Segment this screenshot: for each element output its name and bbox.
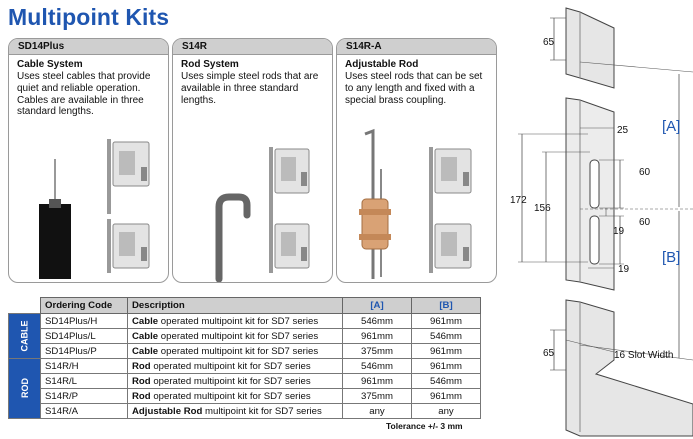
card-code: S14R — [173, 39, 332, 55]
row-code: SD14Plus/L — [40, 328, 128, 344]
card-subtitle: Rod System — [181, 59, 239, 70]
card-code: S14R-A — [337, 39, 496, 55]
dimension-label-b: [B] — [662, 249, 680, 266]
table-row: ROD S14R/H Rod operated multipoint kit f… — [8, 358, 481, 419]
card-description: Uses simple steel rods that are availabl… — [181, 71, 319, 106]
row-b: any — [411, 403, 481, 419]
row-description: Rod operated multipoint kit for SD7 seri… — [127, 388, 343, 404]
card-description: Uses steel cables that provide quiet and… — [17, 71, 151, 118]
dimension-19-inner: 19 — [613, 226, 625, 237]
row-code: SD14Plus/H — [40, 313, 128, 329]
row-code: SD14Plus/P — [40, 343, 128, 359]
dimension-25: 25 — [617, 125, 629, 136]
row-a: 546mm — [342, 358, 412, 374]
table-row: S14R/A Adjustable Rod multipoint kit for… — [9, 403, 481, 419]
table-header-row: Ordering Code Description [A] [B] — [8, 297, 481, 314]
row-b: 546mm — [411, 373, 481, 389]
card-sd14plus: SD14Plus Cable System Uses steel cables … — [8, 38, 169, 283]
table-row: SD14Plus/P Cable operated multipoint kit… — [9, 343, 481, 359]
row-description: Cable operated multipoint kit for SD7 se… — [127, 343, 343, 359]
card-subtitle: Cable System — [17, 59, 83, 70]
row-b: 546mm — [411, 328, 481, 344]
dimension-156: 156 — [534, 203, 551, 214]
row-b: 961mm — [411, 358, 481, 374]
tolerance-note: Tolerance +/- 3 mm — [386, 421, 463, 431]
cable-kit-illustration — [39, 139, 150, 279]
card-s14r-a: S14R-A Adjustable Rod Uses steel rods th… — [336, 38, 497, 283]
card-description: Uses steel rods that can be set to any l… — [345, 71, 483, 106]
card-code: SD14Plus — [9, 39, 168, 55]
row-description: Adjustable Rod multipoint kit for SD7 se… — [127, 403, 343, 419]
dimension-19-outer: 19 — [618, 264, 630, 275]
row-a: 375mm — [342, 343, 412, 359]
group-label-cable: CABLE — [8, 313, 41, 359]
table-row: S14R/P Rod operated multipoint kit for S… — [9, 388, 481, 404]
dimension-172: 172 — [510, 195, 527, 206]
row-a: 961mm — [342, 328, 412, 344]
card-s14r: S14R Rod System Uses simple steel rods t… — [172, 38, 333, 283]
row-code: S14R/A — [40, 403, 128, 419]
header-a: [A] — [342, 297, 412, 314]
table-row: S14R/L Rod operated multipoint kit for S… — [9, 373, 481, 389]
row-code: S14R/H — [40, 358, 128, 374]
page-title: Multipoint Kits — [8, 4, 170, 30]
row-description: Rod operated multipoint kit for SD7 seri… — [127, 358, 343, 374]
header-b: [B] — [411, 297, 481, 314]
dimension-diagram: [A] [B] 65 25 172 156 60 60 19 19 65 16 … — [510, 7, 693, 437]
row-code: S14R/P — [40, 388, 128, 404]
dimension-60-upper: 60 — [639, 167, 651, 178]
row-code: S14R/L — [40, 373, 128, 389]
card-subtitle: Adjustable Rod — [345, 59, 419, 70]
dimension-65-bottom: 65 — [543, 348, 555, 359]
row-a: 546mm — [342, 313, 412, 329]
slot-width-label: 16 Slot Width — [614, 350, 673, 361]
dimension-60-lower: 60 — [639, 217, 651, 228]
row-description: Cable operated multipoint kit for SD7 se… — [127, 328, 343, 344]
dimension-label-a: [A] — [662, 118, 680, 135]
row-description: Cable operated multipoint kit for SD7 se… — [127, 313, 343, 329]
row-b: 961mm — [411, 343, 481, 359]
row-a: 375mm — [342, 388, 412, 404]
table-row: CABLE SD14Plus/H Cable operated multipoi… — [8, 313, 481, 359]
row-b: 961mm — [411, 313, 481, 329]
group-label-rod: ROD — [8, 358, 41, 419]
row-b: 961mm — [411, 388, 481, 404]
row-description: Rod operated multipoint kit for SD7 seri… — [127, 373, 343, 389]
header-ordering-code: Ordering Code — [40, 297, 128, 314]
row-a: 961mm — [342, 373, 412, 389]
dimension-65-top: 65 — [543, 37, 555, 48]
table-row: SD14Plus/L Cable operated multipoint kit… — [9, 328, 481, 344]
ordering-table: Ordering Code Description [A] [B] CABLE … — [8, 297, 481, 419]
rod-kit-illustration — [215, 147, 310, 282]
adjustable-rod-kit-illustration — [359, 128, 472, 279]
header-description: Description — [127, 297, 343, 314]
row-a: any — [342, 403, 412, 419]
